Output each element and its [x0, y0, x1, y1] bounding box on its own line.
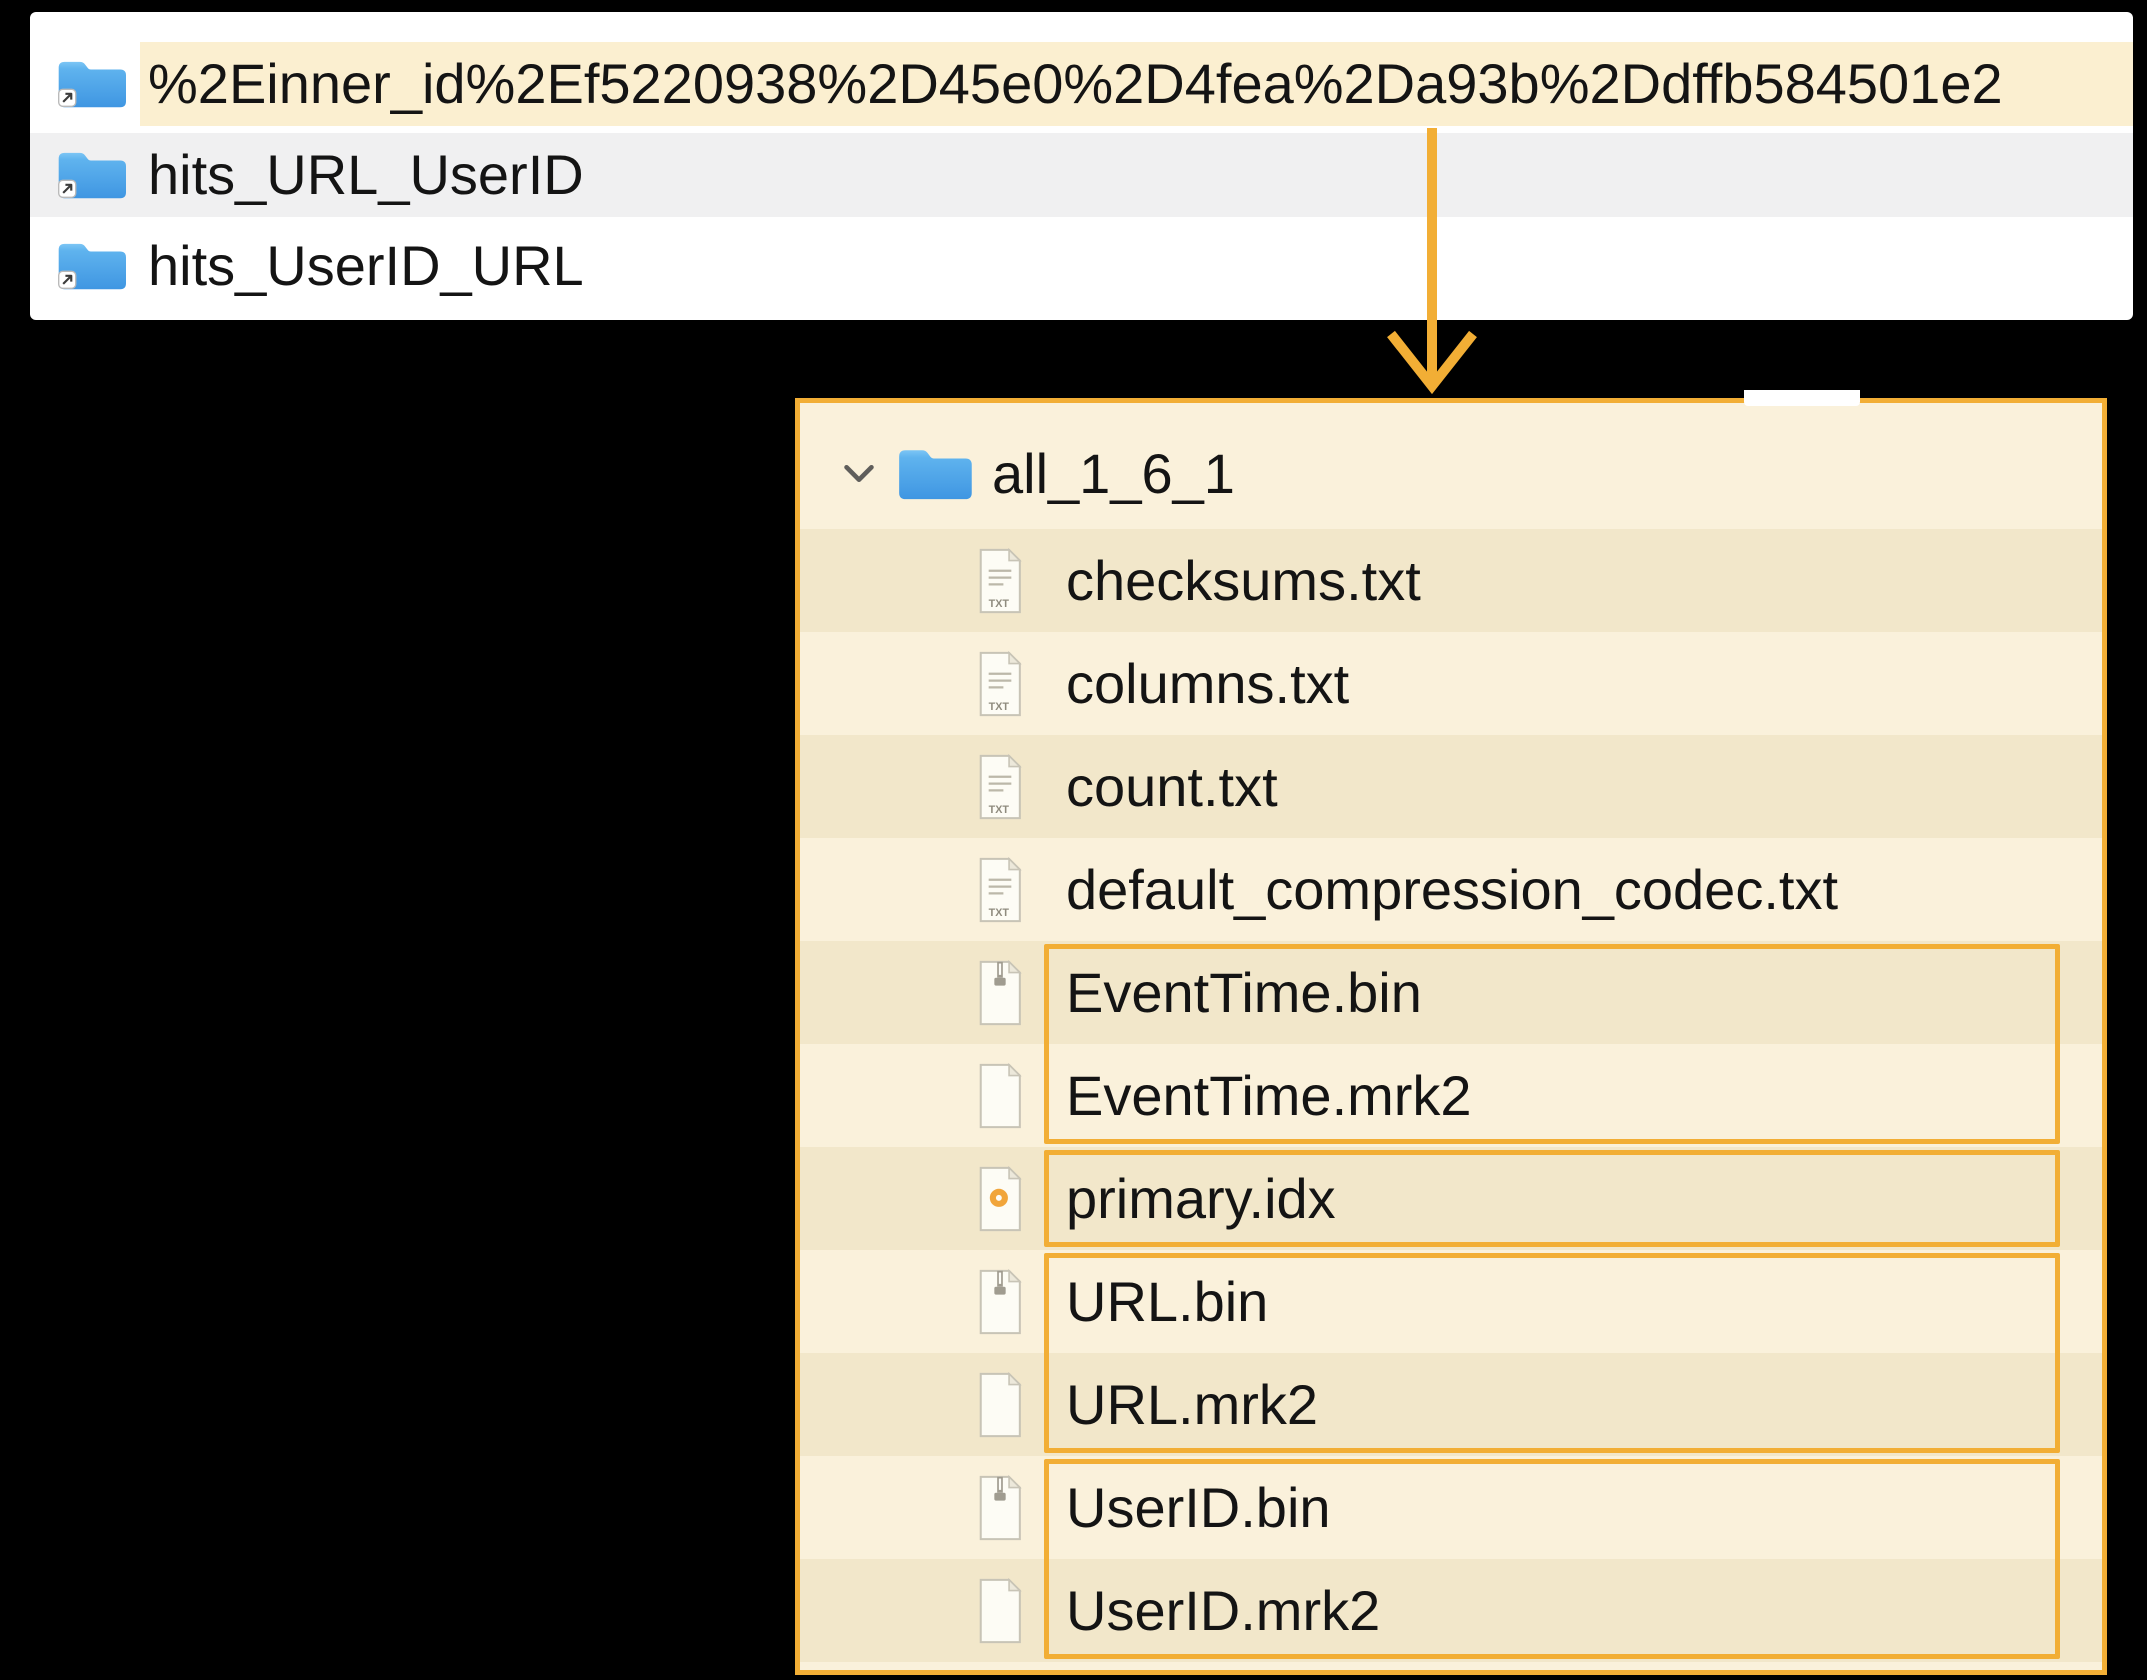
folder-alias-icon [56, 55, 126, 113]
window-fragment [1744, 390, 1860, 406]
tree-row[interactable]: EventTime.bin [800, 941, 2102, 1044]
tree-row-label: default_compression_codec.txt [1066, 858, 1838, 921]
tree-row-label: URL.bin [1066, 1270, 1269, 1333]
bin-file-icon [972, 1268, 1028, 1336]
tree-row-label: checksums.txt [1066, 549, 1421, 612]
tree-row-label: primary.idx [1066, 1167, 1336, 1230]
svg-text:TXT: TXT [989, 701, 1010, 713]
txt-file-icon: TXT [972, 650, 1028, 718]
tree-row-label: count.txt [1066, 755, 1278, 818]
folder-alias-icon [56, 237, 126, 295]
bin-file-icon [972, 1474, 1028, 1542]
tree-row[interactable]: UserID.mrk2 [800, 1559, 2102, 1662]
mrk-file-icon [972, 1577, 1028, 1645]
finder-list-panel: %2Einner_id%2Ef5220938%2D45e0%2D4fea%2Da… [30, 12, 2133, 320]
tree-row-label: EventTime.bin [1066, 961, 1422, 1024]
svg-text:TXT: TXT [989, 907, 1010, 919]
tree-row[interactable]: TXT count.txt [800, 735, 2102, 838]
finder-row-label: hits_UserID_URL [148, 234, 584, 297]
tree-root-row[interactable]: all_1_6_1 [800, 417, 2102, 529]
tree-row[interactable]: URL.mrk2 [800, 1353, 2102, 1456]
txt-file-icon: TXT [972, 547, 1028, 615]
tree-row-label: UserID.bin [1066, 1476, 1331, 1539]
mrk-file-icon [972, 1062, 1028, 1130]
tree-row[interactable]: primary.idx [800, 1147, 2102, 1250]
svg-text:TXT: TXT [989, 804, 1010, 816]
finder-row-label: hits_URL_UserID [148, 143, 584, 206]
idx-file-icon [972, 1165, 1028, 1233]
tree-row-label: EventTime.mrk2 [1066, 1064, 1472, 1127]
finder-row[interactable]: hits_UserID_URL [30, 224, 2133, 308]
svg-text:TXT: TXT [989, 598, 1010, 610]
finder-row[interactable]: hits_URL_UserID [30, 133, 2133, 217]
tree-row[interactable]: EventTime.mrk2 [800, 1044, 2102, 1147]
tree-row-label: UserID.mrk2 [1066, 1579, 1381, 1642]
folder-icon [896, 443, 972, 503]
tree-row-label: columns.txt [1066, 652, 1350, 715]
chevron-down-icon[interactable] [836, 450, 884, 496]
tree-row[interactable]: TXT columns.txt [800, 632, 2102, 735]
txt-file-icon: TXT [972, 753, 1028, 821]
finder-row-label: %2Einner_id%2Ef5220938%2D45e0%2D4fea%2Da… [140, 42, 2133, 126]
txt-file-icon: TXT [972, 856, 1028, 924]
tree-root-label: all_1_6_1 [992, 441, 1235, 505]
flow-arrow [1387, 128, 1477, 395]
folder-alias-icon [56, 146, 126, 204]
tree-row[interactable]: TXT default_compression_codec.txt [800, 838, 2102, 941]
bin-file-icon [972, 959, 1028, 1027]
tree-row[interactable]: UserID.bin [800, 1456, 2102, 1559]
mrk-file-icon [972, 1371, 1028, 1439]
tree-row-label: URL.mrk2 [1066, 1373, 1319, 1436]
tree-row[interactable]: URL.bin [800, 1250, 2102, 1353]
finder-list: %2Einner_id%2Ef5220938%2D45e0%2D4fea%2Da… [30, 42, 2133, 308]
finder-row[interactable]: %2Einner_id%2Ef5220938%2D45e0%2D4fea%2Da… [30, 42, 2133, 126]
tree-row[interactable]: TXT checksums.txt [800, 529, 2102, 632]
